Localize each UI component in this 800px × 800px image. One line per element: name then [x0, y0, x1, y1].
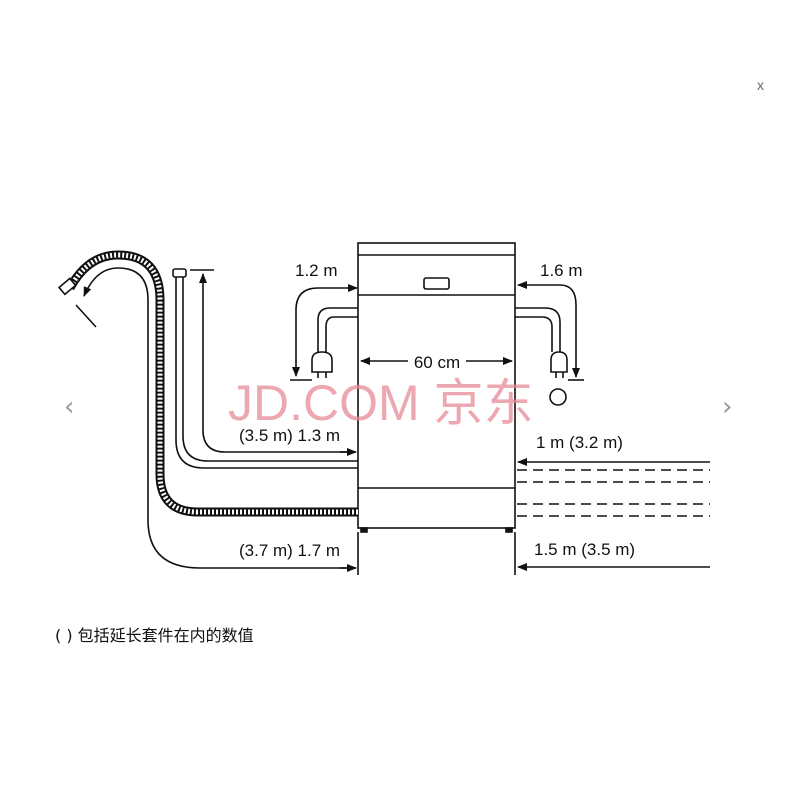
right-power-dimension-arrow [559, 284, 580, 378]
power-outlet [549, 388, 567, 406]
right-inlet-label: 1 m (3.2 m) [536, 433, 623, 452]
diagram-caption: ( ) 包括延长套件在内的数值 [55, 626, 254, 645]
right-power-cord [515, 307, 568, 406]
control-display [423, 277, 450, 290]
inlet-dimension-arrow [199, 273, 355, 453]
inlet-hose [172, 268, 358, 469]
right-power-label: 1.6 m [540, 261, 583, 280]
close-button[interactable]: x [757, 77, 764, 93]
left-power-dimension-arrow [292, 287, 355, 377]
drain-hose [57, 250, 358, 517]
watermark: JD.COM 京东 [228, 375, 534, 431]
drain-dimension-arrow [83, 267, 355, 569]
left-power-label: 1.2 m [295, 261, 338, 280]
right-drain-label: 1.5 m (3.5 m) [534, 540, 635, 559]
drain-hose-label: (3.7 m) 1.7 m [239, 541, 340, 560]
left-power-cord [311, 307, 358, 378]
dishwasher-body [357, 242, 516, 533]
inlet-hose-label: (3.5 m) 1.3 m [239, 426, 340, 445]
previous-image-button[interactable]: ‹ [64, 392, 75, 422]
next-image-button[interactable]: › [722, 392, 733, 422]
width-label: 60 cm [414, 353, 460, 372]
extension-hoses-dashed [517, 469, 710, 517]
